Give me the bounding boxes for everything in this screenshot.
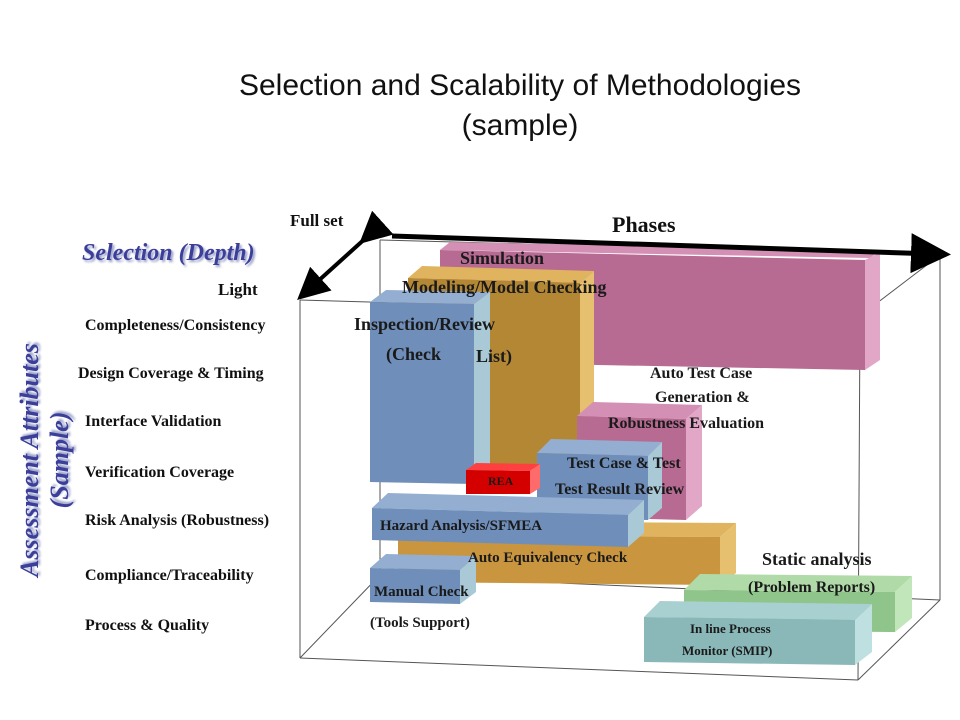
simulation-label: Simulation: [460, 248, 544, 268]
page-title: Selection and Scalability of Methodologi…: [120, 66, 920, 146]
autotest-label-2: Generation &: [655, 389, 750, 406]
attribute-item: Compliance/Traceability: [85, 567, 254, 584]
testcase-label-1: Test Case & Test: [567, 455, 681, 472]
assessment-title-line-1: Assessment Attributes: [15, 343, 44, 577]
assessment-title-line-2: (Sample): [45, 411, 74, 509]
rea-label: REA: [488, 474, 514, 488]
autoequiv-label: Auto Equivalency Check: [468, 550, 628, 566]
attribute-item: Risk Analysis (Robustness): [85, 512, 270, 529]
testcase-label-2: Test Result Review: [555, 481, 685, 498]
inspection-label-2b: List): [476, 346, 512, 367]
phases-arrow: [391, 233, 951, 274]
attribute-item: Verification Coverage: [85, 464, 235, 481]
hazard-block: [372, 493, 644, 547]
modeling-label: Modeling/Model Checking: [402, 277, 607, 297]
attribute-item: Completeness/Consistency: [85, 317, 266, 334]
manual-check-block: [370, 554, 476, 604]
selection-depth-title: Selection (Depth): [82, 240, 255, 266]
static-label-1: Static analysis: [762, 549, 872, 569]
inline-label-2: Monitor (SMIP): [682, 643, 772, 658]
inspection-label-2a: (Check: [386, 344, 441, 365]
title-line-2: (sample): [461, 109, 579, 142]
attribute-item: Interface Validation: [85, 413, 222, 430]
manual-label-1: Manual Check: [374, 584, 469, 600]
attribute-item: Process & Quality: [85, 617, 210, 634]
title-line-1: Selection and Scalability of Methodologi…: [238, 69, 802, 102]
inline-label-1: In line Process: [690, 621, 771, 636]
inspection-label-1: Inspection/Review: [354, 314, 495, 334]
full-set-label: Full set: [290, 211, 344, 230]
assessment-attributes-title: Assessment Attributes (Sample): [15, 300, 75, 620]
light-label: Light: [218, 280, 258, 299]
attribute-item: Design Coverage & Timing: [78, 365, 264, 382]
rea-block: [466, 463, 540, 494]
autotest-label-3: Robustness Evaluation: [608, 415, 764, 432]
selection-arrow: [297, 210, 394, 301]
inline-process-block: [644, 601, 872, 665]
manual-label-2: (Tools Support): [370, 615, 470, 631]
hazard-label: Hazard Analysis/SFMEA: [380, 518, 542, 534]
inspection-block: [370, 290, 490, 484]
autotest-label-1: Auto Test Case: [650, 365, 752, 382]
static-label-2: (Problem Reports): [748, 579, 875, 596]
phases-label: Phases: [612, 212, 676, 237]
